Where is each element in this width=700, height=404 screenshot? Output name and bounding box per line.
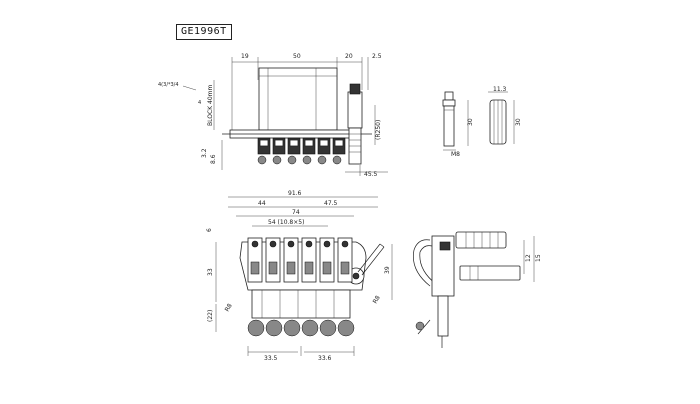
knob-width-dim: 11.3 xyxy=(493,86,507,93)
dim-offset-45-5: 45.5 xyxy=(364,171,378,178)
stud-head xyxy=(444,91,454,101)
front-fine-tuners xyxy=(247,319,355,337)
screw-number-label: 4 xyxy=(198,100,201,106)
front-view: 91.6 44 47.5 74 54 (10.8×5) 6 33 (22) R8… xyxy=(206,190,393,362)
arm-radius-left: R8 xyxy=(224,302,234,313)
dim-mid-74: 74 xyxy=(292,209,300,216)
dim-width-50: 50 xyxy=(293,53,301,60)
dim-base-33: 33 xyxy=(207,268,214,276)
dim-height-3-2: 3.2 xyxy=(201,148,208,158)
stud-post xyxy=(347,91,363,129)
stud-body xyxy=(443,105,455,147)
dim-lower-22: (22) xyxy=(207,310,214,322)
dim-height-8-6: 8.6 xyxy=(210,154,217,164)
screw-spec-label: 4(3/*3/4 xyxy=(158,82,179,88)
lower-block xyxy=(251,289,351,319)
block-height-label: BLOCK 40mm xyxy=(207,85,214,126)
profile-dim-15: 15 xyxy=(535,254,542,262)
front-saddles xyxy=(247,237,353,283)
top-side-view: 19 50 20 2.5 4(3/*3/4 4 BLOCK 40mm xyxy=(158,53,388,178)
stud-thread-dim: M8 xyxy=(451,151,460,158)
dim-width-2-5: 2.5 xyxy=(372,53,382,60)
profile-view: 12 15 xyxy=(413,231,542,348)
stud-and-knob-detail: 30 M8 11.3 30 xyxy=(442,86,522,158)
sustain-block xyxy=(258,67,338,131)
fine-tuner-row xyxy=(257,155,342,165)
profile-arm xyxy=(413,239,431,287)
dim-bottom-right: 33.6 xyxy=(318,355,332,362)
stud-height-dim: 30 xyxy=(467,118,474,126)
knob-height-dim: 30 xyxy=(515,118,522,126)
saddle-row xyxy=(257,137,346,155)
arm-radius-right: R8 xyxy=(372,294,382,305)
radius-label: (R250) xyxy=(375,120,382,140)
dim-right-39: 39 xyxy=(384,266,391,274)
dim-width-20: 20 xyxy=(345,53,353,60)
dim-width-19: 19 xyxy=(241,53,249,60)
profile-dim-12: 12 xyxy=(525,254,532,262)
dim-top-gap-6: 6 xyxy=(206,228,213,232)
dim-string-spacing: 54 (10.8×5) xyxy=(268,219,304,226)
profile-upper-knob xyxy=(455,231,507,249)
dim-left-44: 44 xyxy=(258,200,266,207)
profile-lower-stud xyxy=(459,265,521,281)
dim-right-47-5: 47.5 xyxy=(324,200,338,207)
dim-bottom-left: 33.5 xyxy=(264,355,278,362)
dim-overall-91-6: 91.6 xyxy=(288,190,302,197)
model-number-label: GE1996T xyxy=(176,24,232,40)
